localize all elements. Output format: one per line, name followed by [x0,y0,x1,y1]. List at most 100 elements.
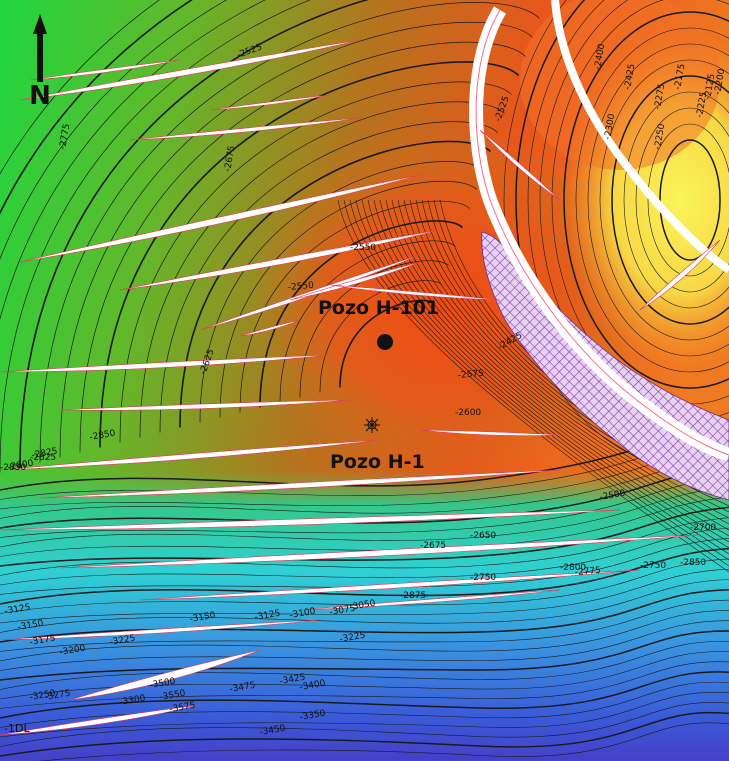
contour-value-label: -3100 [289,607,317,621]
contour-value-label: -2600 [455,408,481,418]
contour-line [575,27,729,373]
fault-trace [59,534,701,569]
contour-line [0,691,729,738]
fault-trace [59,399,351,411]
contour-line [635,107,729,293]
contour-value-label: -3300 [119,694,147,708]
contour-value-label: -3225 [339,631,366,645]
contour-value-label: -3175 [29,634,56,648]
contour-value-label: -2550 [350,243,376,253]
contour-line [379,199,729,531]
fault-trace [19,39,361,101]
contour-value-label: -3250 [29,689,57,703]
contour-line [0,547,729,605]
fault-trace [0,354,331,373]
contour-value-label: -2700 [690,523,716,533]
structural-high-field [160,110,680,570]
fault-trace [639,239,721,311]
contour-value-label: -3400 [299,679,327,693]
contour-value-label: -2500 [599,489,627,503]
well-h101[interactable]: Pozo H-101 [318,297,439,350]
contour-line [0,630,729,681]
contour-line [611,75,729,325]
fault-trace [289,261,421,301]
fault-trace [29,59,181,81]
contour-line [339,299,436,388]
contour-line [659,139,721,261]
contour-value-label: -3075 [329,604,356,618]
contour-line [343,199,729,567]
contour-value-label: -2875 [400,591,426,601]
contour-line [0,527,729,586]
well-h1-label: Pozo H-1 [330,451,425,473]
well-h1[interactable]: Pozo H-1 [330,417,425,473]
contour-value-label: -3350 [299,709,327,723]
contour-value-label: -3425 [279,673,306,687]
edge-label: -1DL [4,722,30,735]
fault-trace [0,509,621,531]
contour-value-label: -2800 [560,563,586,573]
contour-value-labels: -2525-2525-2550-2550-2575-2600-2625-2650… [0,42,728,737]
fault-trace [0,439,381,471]
contour-line [38,722,729,761]
contour-value-label: -3275 [44,689,71,703]
contour-value-label: -2550 [287,281,314,293]
contour-value-label: -2800 [7,459,35,473]
contour-line [0,589,729,643]
contour-value-label: -3125 [4,603,31,617]
well-h1-marker-icon [364,417,380,433]
well-h101-marker-icon [377,334,393,350]
contour-line [0,558,729,614]
well-h101-label: Pozo H-101 [318,297,439,319]
contour-line [179,140,492,428]
contour-value-label: -2825 [31,447,58,461]
contour-line [159,121,498,433]
contour-line [0,671,729,719]
contour-value-label: -2775 [574,566,601,578]
contour-line [0,0,266,321]
north-arrow-icon [33,14,47,82]
contour-value-label: -2275 [653,83,667,110]
contour-value-label: -2200 [713,68,727,96]
contour-line [0,711,729,757]
contour-line [0,661,729,709]
contour-value-label: -3225 [109,634,136,648]
contour-value-label: -2400 [593,43,607,71]
contour-value-label: -3150 [17,619,45,633]
fault-trace [0,704,201,736]
fault-trace [119,229,441,291]
contour-value-label: -2825 [30,453,56,463]
contour-line [0,620,729,671]
contour-line [0,702,729,747]
contour-value-label: -2850 [680,558,706,568]
contour-line [0,0,311,473]
contour-line [0,465,729,529]
contour-value-label: -2775 [58,123,72,150]
contour-value-label: -2250 [653,123,667,151]
contour-value-label: -3575 [169,701,196,715]
northeast-field [520,0,720,170]
contour-value-label: -2750 [640,561,666,571]
contour-value-label: -2850 [89,429,117,443]
fault-trace [19,174,421,263]
major-fault-edge [475,9,729,456]
contour-line [0,579,729,633]
contour-value-label: -2425 [623,63,637,90]
contour-line [623,91,729,309]
contour-value-label: -2575 [457,369,484,381]
contour-value-label: -2650 [470,531,496,541]
contour-value-label: -2675 [420,541,446,551]
contour-line [319,280,442,393]
fault-trace [39,469,561,499]
contour-value-label: -3200 [59,644,87,658]
contour-value-label: -3450 [259,724,287,738]
fault-trace [329,284,501,301]
fault-traces [0,39,721,736]
contour-line [0,506,729,567]
contour-line [0,610,729,662]
contour-line [0,568,729,624]
north-arrow: N [29,14,51,111]
fault-trace [0,619,321,641]
fault-trace [129,117,361,141]
